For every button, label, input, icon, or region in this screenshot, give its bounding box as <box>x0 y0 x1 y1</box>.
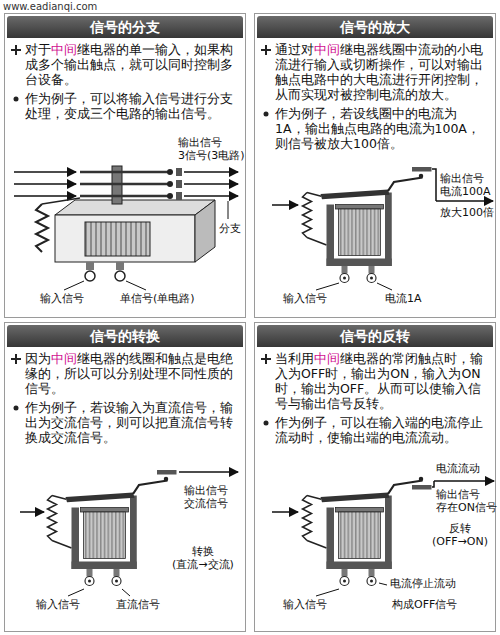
dot-bullet <box>261 109 271 119</box>
plus-bullet <box>261 354 271 364</box>
plus-bullet <box>11 45 21 55</box>
panel-box: 信号的转换因为中间继电器的线圈和触点是电绝缘的，所以可以分别处理不同性质的信号。… <box>4 322 246 632</box>
convert-relay <box>20 470 238 596</box>
bullet-text: 作为例子，可以在输入端的电流停止流动时，使输出端的电流流动。 <box>275 415 483 445</box>
bullet-text: 因为中间继电器的线圈和触点是电绝缘的，所以可以分别处理不同性质的信号。 <box>25 351 233 396</box>
bullet-text: 作为例子，可以将输入信号进行分支处理，变成三个电路的输出信号。 <box>25 91 233 121</box>
bullet-row: 作为例子，可以在输入端的电流停止流动时，使输出端的电流流动。 <box>275 415 483 445</box>
signal-label: 电流流动 <box>436 462 480 475</box>
panel-heading: 信号的放大 <box>257 16 493 38</box>
signal-label: 电流停止流动 <box>390 577 456 590</box>
panel-heading: 信号的分支 <box>7 16 243 38</box>
bullet-text: 作为例子，若设输入为直流信号，输出为交流信号，则可以把直流信号转换成交流信号。 <box>25 400 233 445</box>
dot-bullet <box>11 403 21 413</box>
bullet-row: 通过对中间继电器线圈中流动的小电流进行输入或切断操作，可以对输出触点电路中的大电… <box>275 42 483 102</box>
signal-label: 直流信号 <box>116 598 160 611</box>
signal-label: 转换 (直流→交流) <box>172 545 234 571</box>
signal-label: 分支 <box>219 222 241 235</box>
panel-heading: 信号的反转 <box>257 325 493 347</box>
bullet-row: 作为例子，若设线圈中的电流为1A，输出触点电路的电流为100A，则信号被放大10… <box>275 106 483 151</box>
bullet-row: 因为中间继电器的线圈和触点是电绝缘的，所以可以分别处理不同性质的信号。 <box>25 351 233 396</box>
signal-label: 放大100倍 <box>440 206 494 219</box>
plus-bullet <box>11 354 21 364</box>
panel-box: 信号的放大通过对中间继电器线圈中流动的小电流进行输入或切断操作，可以对输出触点电… <box>254 13 496 318</box>
plus-bullet <box>261 45 271 55</box>
signal-label: 构成OFF信号 <box>392 598 457 611</box>
signal-label: 输出信号 电流100A <box>440 172 491 198</box>
bullet-text: 作为例子，若设线圈中的电流为1A，输出触点电路的电流为100A，则信号被放大10… <box>275 106 483 151</box>
bullet-row: 作为例子，可以将输入信号进行分支处理，变成三个电路的输出信号。 <box>25 91 233 121</box>
bullet-row: 作为例子，若设输入为直流信号，输出为交流信号，则可以把直流信号转换成交流信号。 <box>25 400 233 445</box>
dot-bullet <box>261 418 271 428</box>
bullet-row: 对于中间继电器的单一输入，如果构成多个输出触点，就可以同时控制多台设备。 <box>25 42 233 87</box>
watermark: www.eadianqi.com <box>3 0 97 13</box>
bullet-text: 对于中间继电器的单一输入，如果构成多个输出触点，就可以同时控制多台设备。 <box>25 42 233 87</box>
amplify-relay <box>272 167 493 290</box>
signal-label: 输入信号 <box>36 598 80 611</box>
signal-label: 单信号(单电路) <box>120 292 195 305</box>
panel-box: 信号的反转当利用中间继电器的常闭触点时，输入为OFF时，输出为ON，输入为ON时… <box>254 322 496 632</box>
branch-relay <box>14 166 238 290</box>
signal-label: 输入信号 <box>40 292 84 305</box>
signal-label: 输出信号 3信号(3电路) <box>178 136 245 162</box>
panel-box: 信号的分支对于中间继电器的单一输入，如果构成多个输出触点，就可以同时控制多台设备… <box>4 13 246 318</box>
bullet-text: 当利用中间继电器的常闭触点时，输入为OFF时，输出为ON，输入为ON时，输出为O… <box>275 351 483 411</box>
signal-label: 电流1A <box>385 292 422 305</box>
signal-label: 反转 (OFF→ON) <box>432 522 488 548</box>
bullet-text: 通过对中间继电器线圈中流动的小电流进行输入或切断操作，可以对输出触点电路中的大电… <box>275 42 483 102</box>
dot-bullet <box>11 94 21 104</box>
signal-label: 输入信号 <box>283 598 327 611</box>
bullet-row: 当利用中间继电器的常闭触点时，输入为OFF时，输出为ON，输入为ON时，输出为O… <box>275 351 483 411</box>
panel-heading: 信号的转换 <box>7 325 243 347</box>
signal-label: 输出信号 存在ON信号 <box>436 488 497 514</box>
signal-label: 输入信号 <box>283 292 327 305</box>
signal-label: 输出信号 交流信号 <box>184 484 228 510</box>
